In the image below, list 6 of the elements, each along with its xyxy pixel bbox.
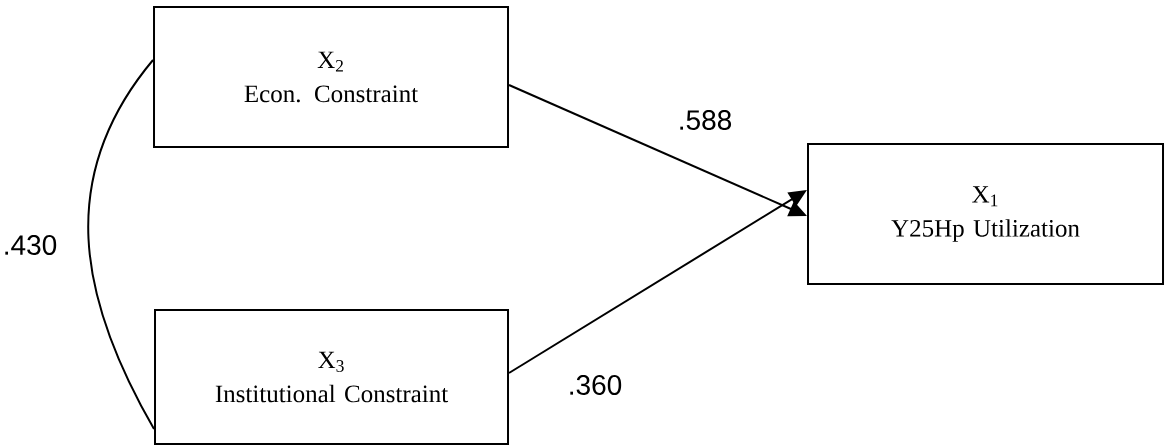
variable-box: X$_{1}$ Y25Hp Utilization bbox=[807, 143, 1164, 285]
variable-box: X$_{3}$ Institutional Constraint bbox=[154, 309, 509, 445]
edge-label: .430 bbox=[0, 233, 60, 257]
variable-box: X$_{2}$ Econ. Constraint bbox=[153, 6, 509, 148]
edge-label: .588 bbox=[675, 108, 735, 132]
edge-label: .360 bbox=[565, 373, 625, 397]
